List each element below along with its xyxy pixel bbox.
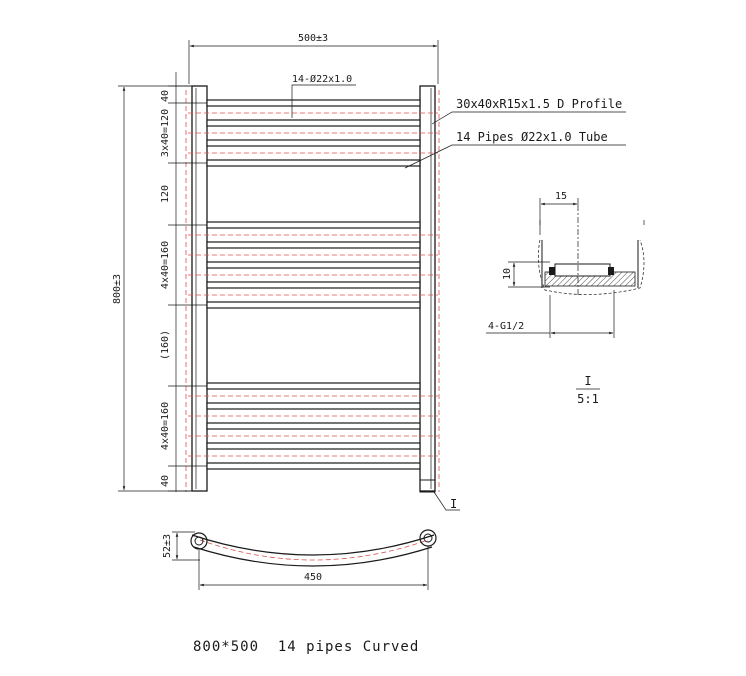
right-profile bbox=[419, 85, 436, 492]
dim-3x40: 3x40=120 bbox=[160, 109, 171, 157]
thread-label: 4-G1/2 bbox=[488, 321, 524, 332]
drawing-caption: 800*500 14 pipes Curved bbox=[193, 639, 419, 655]
tube-centerlines bbox=[188, 112, 438, 457]
profile-label: 30x40xR15x1.5 D Profile bbox=[456, 97, 622, 111]
overall-height-label: 800±3 bbox=[112, 274, 123, 304]
side-view: 52±3 450 bbox=[162, 529, 437, 590]
overall-width-label: 500±3 bbox=[298, 33, 328, 44]
dim-bottom-40: 40 bbox=[160, 475, 171, 487]
detail-scale-marker: I bbox=[584, 374, 591, 388]
dim-4x40-upper: 4x40=160 bbox=[160, 241, 171, 289]
side-depth-label: 52±3 bbox=[162, 534, 173, 558]
front-view: 500±3 14-Ø22x1.0 30x40xR15x1.5 D Profile… bbox=[112, 33, 626, 511]
pipes-label: 14 Pipes Ø22x1.0 Tube bbox=[456, 130, 608, 144]
tube-spec-label: 14-Ø22x1.0 bbox=[292, 73, 352, 85]
detail-height-label: 10 bbox=[502, 268, 513, 280]
dim-120: 120 bbox=[160, 185, 171, 203]
left-profile bbox=[191, 85, 208, 492]
dim-4x40-lower: 4x40=160 bbox=[160, 402, 171, 450]
dim-top-40: 40 bbox=[160, 90, 171, 102]
detail-view: 15 10 4-G1/2 I 5:1 bbox=[486, 191, 645, 406]
dim-160-ref: (160) bbox=[160, 330, 171, 360]
detail-marker: I bbox=[450, 497, 457, 511]
detail-width-label: 15 bbox=[555, 191, 567, 202]
detail-scale: 5:1 bbox=[577, 392, 599, 406]
tube-group-middle bbox=[206, 221, 421, 309]
side-centers-label: 450 bbox=[304, 572, 322, 583]
